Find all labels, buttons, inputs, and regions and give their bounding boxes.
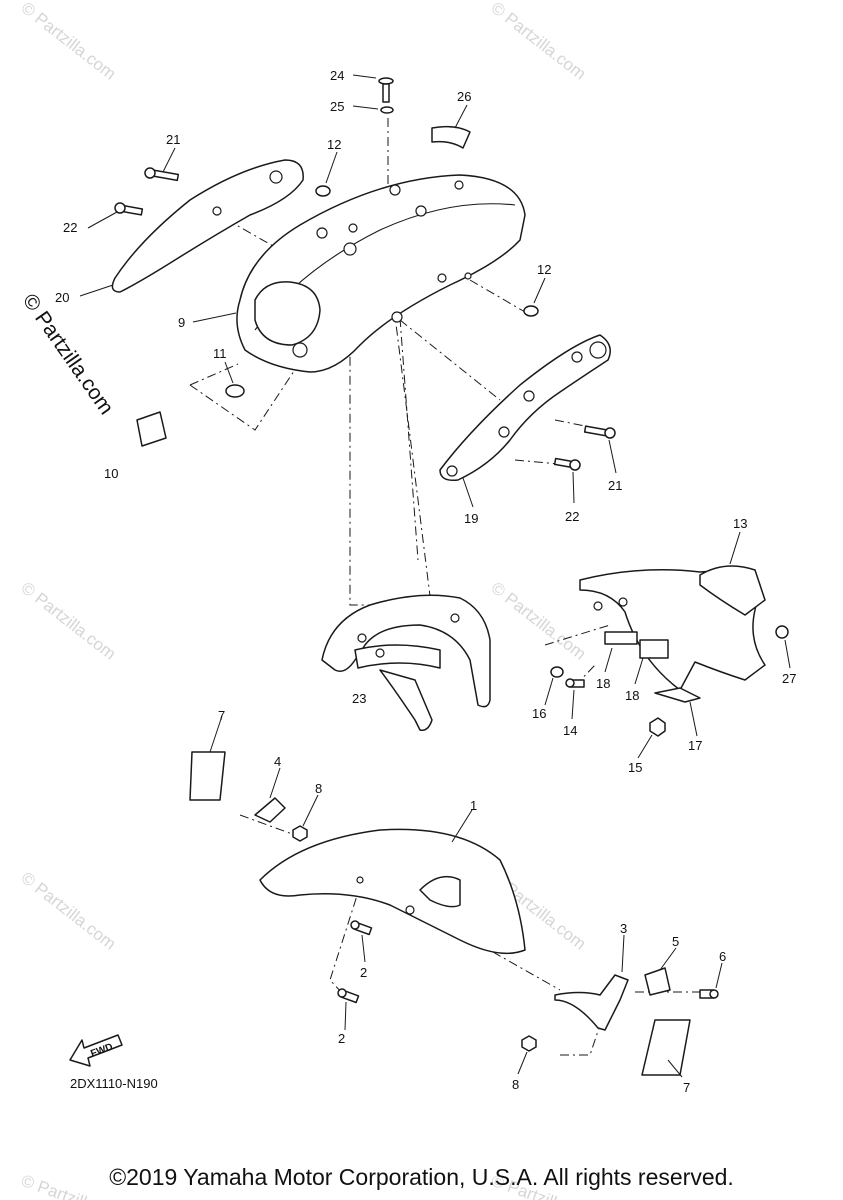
- rear-fender-9: [236, 174, 526, 373]
- callout-15: 15: [628, 760, 642, 775]
- callout-25: 25: [330, 99, 344, 114]
- side-watermark: © Partzilla.com: [18, 290, 118, 419]
- bolt-27: [775, 625, 789, 639]
- callout-22: 22: [63, 220, 77, 235]
- callout-4: 4: [274, 754, 281, 769]
- bracket-3: [554, 974, 629, 1031]
- bracket-17: [654, 687, 701, 703]
- washer-16: [550, 666, 564, 678]
- callout-17: 17: [688, 738, 702, 753]
- bracket-20: [111, 159, 304, 293]
- callout-6: 6: [719, 949, 726, 964]
- bolt-22: [114, 202, 144, 216]
- callout-8: 8: [315, 781, 322, 796]
- callout-22: 22: [565, 509, 579, 524]
- callout-23: 23: [352, 691, 366, 706]
- nut-15: [649, 717, 666, 737]
- bolt-6: [699, 989, 719, 999]
- callout-24: 24: [330, 68, 344, 83]
- watermark: © Partzilla.com: [18, 868, 120, 954]
- reflector-7: [189, 751, 226, 801]
- callout-16: 16: [532, 706, 546, 721]
- callout-13: 13: [733, 516, 747, 531]
- flap-13: [579, 565, 766, 691]
- stay-23: [321, 594, 491, 732]
- pad-10: [136, 411, 167, 447]
- collar-18: [639, 639, 669, 659]
- reflector-7: [641, 1019, 691, 1076]
- callout-7: 7: [218, 708, 225, 723]
- bracket-4: [254, 797, 286, 823]
- grommet-12: [315, 185, 331, 197]
- watermark-group: © Partzilla.com © Partzilla.com © Partzi…: [18, 0, 603, 1200]
- callout-9: 9: [178, 315, 185, 330]
- bolt-2: [337, 988, 360, 1004]
- bolt-14: [565, 678, 585, 688]
- callout-18: 18: [625, 688, 639, 703]
- callout-labels: 24 25 26 21 22 20 12 12 9 11 10 21 22 19…: [55, 68, 796, 1095]
- callout-14: 14: [563, 723, 577, 738]
- bolt-22: [553, 457, 581, 471]
- callout-2: 2: [360, 965, 367, 980]
- callout-8: 8: [512, 1077, 519, 1092]
- callout-19: 19: [464, 511, 478, 526]
- clamp-5: [644, 967, 671, 996]
- callout-10: 10: [104, 466, 118, 481]
- callout-21: 21: [166, 132, 180, 147]
- callout-27: 27: [782, 671, 796, 686]
- watermark: © Partzilla.com: [18, 578, 120, 664]
- nut-8: [292, 825, 308, 842]
- bolt-2: [350, 920, 373, 936]
- callout-18: 18: [596, 676, 610, 691]
- grommet-11: [225, 384, 245, 398]
- bracket-19: [439, 334, 611, 482]
- watermark: © Partzilla.com: [488, 578, 590, 664]
- copyright-notice: ©2019 Yamaha Motor Corporation, U.S.A. A…: [109, 1164, 734, 1190]
- collar-18: [604, 631, 638, 645]
- diagram-code: 2DX1110-N190: [70, 1076, 158, 1091]
- bolt-21: [583, 425, 616, 439]
- callout-11: 11: [213, 346, 227, 361]
- callout-7: 7: [683, 1080, 690, 1095]
- callout-21: 21: [608, 478, 622, 493]
- callout-26: 26: [457, 89, 471, 104]
- bolt-21: [144, 167, 180, 182]
- bolt-24: [378, 77, 394, 103]
- fwd-arrow-icon: FWD: [69, 1034, 123, 1067]
- nut-8: [521, 1035, 537, 1052]
- decal-26: [431, 125, 471, 149]
- callout-5: 5: [672, 934, 679, 949]
- front-fender-1: [259, 828, 526, 955]
- callout-2: 2: [338, 1031, 345, 1046]
- callout-12: 12: [327, 137, 341, 152]
- watermark: © Partzilla.com: [488, 0, 590, 84]
- grommet-12: [523, 305, 539, 317]
- watermark: © Partzilla.com: [18, 0, 120, 84]
- callout-leaders: [79, 74, 791, 1078]
- callout-12: 12: [537, 262, 551, 277]
- callout-3: 3: [620, 921, 627, 936]
- washer-25: [380, 106, 394, 114]
- callout-20: 20: [55, 290, 69, 305]
- callout-1: 1: [470, 798, 477, 813]
